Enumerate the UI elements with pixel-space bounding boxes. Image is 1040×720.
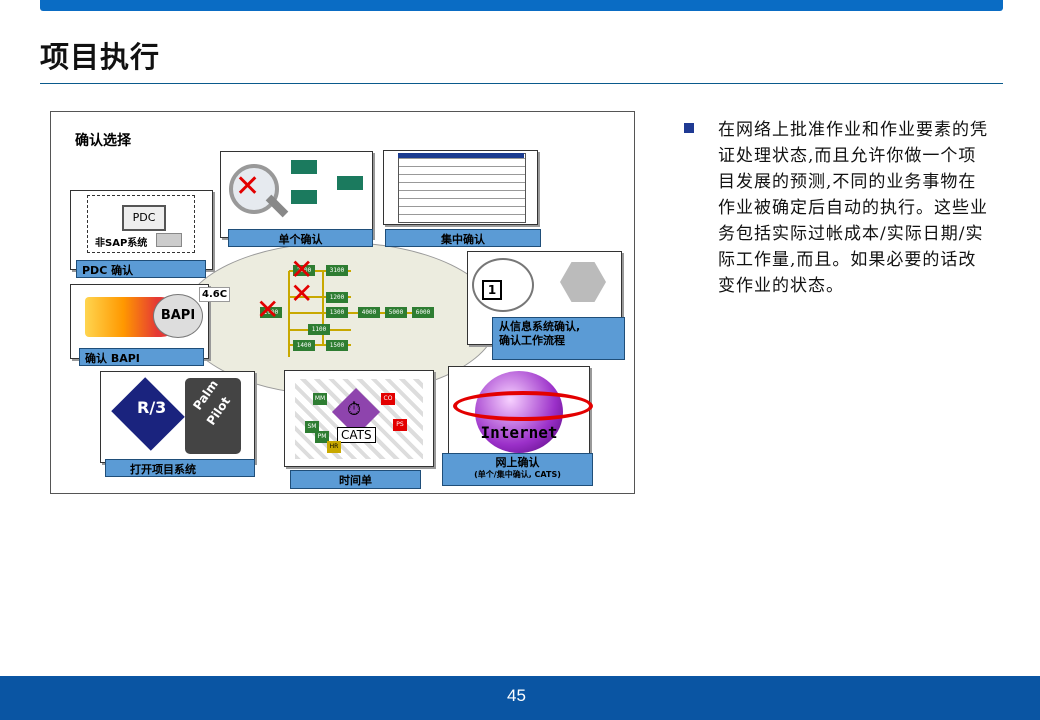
- module-badge: SM: [305, 421, 319, 433]
- palm-device-icon: [185, 378, 241, 454]
- internet-panel: Internet: [448, 366, 593, 458]
- version-badge: 4.6C: [199, 287, 231, 302]
- internet-caption: 网上确认 (单个/集中确认, CATS): [442, 453, 593, 486]
- table-grid-graphic: [398, 153, 526, 223]
- cross-icon: ✕: [290, 253, 314, 286]
- badge-one: 1: [482, 280, 502, 300]
- cross-icon: ✕: [290, 277, 314, 310]
- pdc-screen-label: PDC: [122, 205, 166, 231]
- network-node: 1500: [326, 340, 348, 351]
- table-header-bar: [398, 153, 524, 158]
- cross-icon: ✕: [235, 169, 261, 204]
- slide-title: 项目执行: [40, 40, 161, 74]
- network-node: 1300: [326, 307, 348, 318]
- bullet-text: 在网络上批准作业和作业要素的凭证处理状态,而且允许你做一个项目发展的预测,不同的…: [718, 120, 988, 296]
- network-box: [337, 176, 363, 190]
- network-node: 5000: [385, 307, 407, 318]
- confirmation-diagram: 确认选择 2000 3100 1200 1000 1300 4000 5000 …: [50, 111, 635, 494]
- title-divider: [40, 83, 1003, 84]
- network-box: [291, 190, 317, 204]
- single-confirmation-caption: 单个确认: [228, 229, 373, 247]
- diagram-title: 确认选择: [75, 133, 131, 149]
- non-sap-label: 非SAP系统: [95, 238, 148, 249]
- header-bar: [40, 0, 1003, 11]
- palm-panel: R/3 Palm Pilot: [100, 371, 255, 463]
- pdc-caption: PDC 确认: [76, 260, 206, 278]
- collective-confirmation-panel: [383, 150, 538, 225]
- module-badge: PS: [393, 419, 407, 431]
- internet-caption-subtitle: (单个/集中确认, CATS): [474, 470, 561, 479]
- page-number: 45: [507, 686, 526, 705]
- network-node: 6000: [412, 307, 434, 318]
- workflow-caption: 从信息系统确认, 确认工作流程: [492, 317, 625, 360]
- module-badge: CO: [381, 393, 395, 405]
- network-node: 1100: [308, 324, 330, 335]
- pdc-panel: PDC 非SAP系统: [70, 190, 213, 270]
- r3-label: R/3: [137, 398, 167, 417]
- module-badge: PM: [315, 431, 329, 443]
- hexagon-network-icon: [560, 262, 606, 302]
- bullet-square-icon: [684, 123, 694, 133]
- cats-caption: 时间单: [290, 470, 421, 489]
- footer-bar: [0, 676, 1040, 720]
- module-badge: MM: [313, 393, 327, 405]
- stopwatch-icon: ⏱: [347, 399, 362, 420]
- network-node: 1000: [260, 307, 282, 318]
- pdc-dashed-frame: [87, 195, 195, 253]
- bapi-panel: BAPI 4.6C: [70, 284, 231, 359]
- network-node: 2000: [293, 265, 315, 276]
- palm-caption: 打开项目系统: [105, 459, 255, 477]
- internet-label: Internet: [480, 423, 558, 442]
- network-node: 3100: [326, 265, 348, 276]
- collective-confirmation-caption: 集中确认: [385, 229, 541, 247]
- bapi-caption: 确认 BAPI: [79, 348, 204, 366]
- cats-panel: ⏱ CATS MM CO SM PM HR PS: [284, 370, 434, 467]
- keyboard-icon: [156, 233, 182, 247]
- single-confirmation-panel: ✕: [220, 151, 373, 238]
- network-node: 1200: [326, 292, 348, 303]
- network-node: 4000: [358, 307, 380, 318]
- orbit-arrow-icon: [453, 391, 593, 421]
- module-badge: HR: [327, 441, 341, 453]
- cross-icon: ✕: [256, 293, 280, 326]
- internet-caption-title: 网上确认: [495, 456, 540, 469]
- cats-label: CATS: [337, 427, 376, 443]
- bapi-label: BAPI: [153, 294, 203, 338]
- network-box: [291, 160, 317, 174]
- network-node: 1400: [293, 340, 315, 351]
